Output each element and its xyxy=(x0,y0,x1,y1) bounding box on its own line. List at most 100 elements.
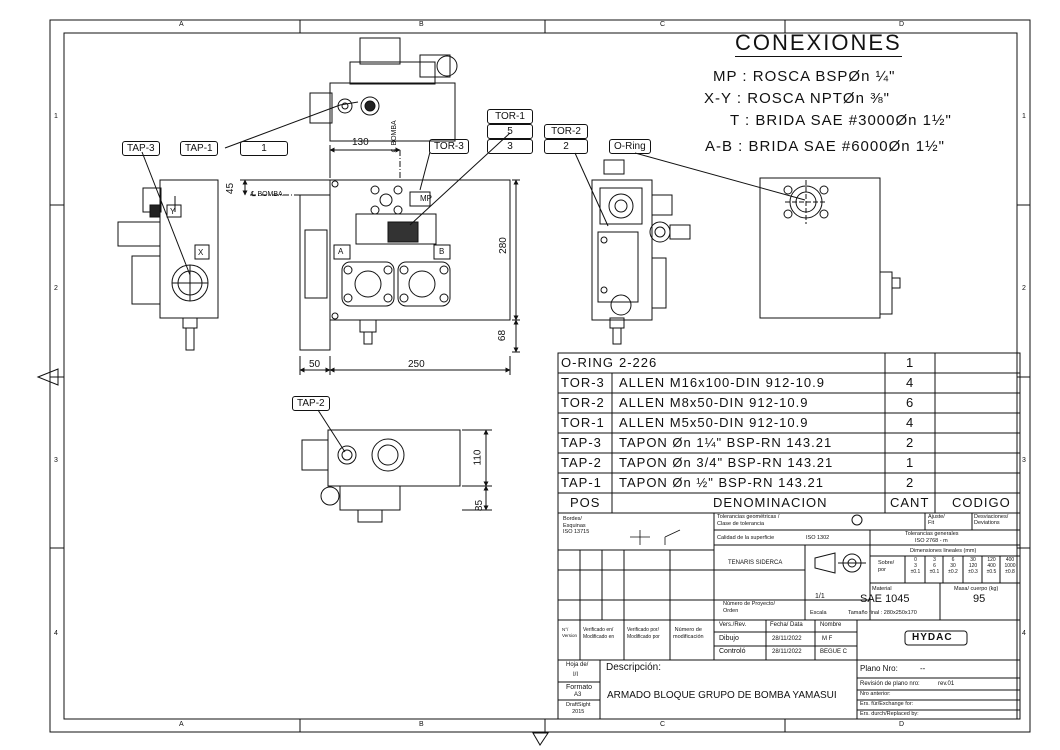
tb-dibujo-nombre: M F xyxy=(822,636,833,642)
tb-vers-rev: Vers./Rev. xyxy=(719,622,747,628)
dim-50: 50 xyxy=(309,359,321,370)
tb-verificado-en: Verificado en/ Modificado en xyxy=(583,627,615,640)
title-block-grid xyxy=(557,512,1021,720)
col-label-d-top: D xyxy=(899,21,905,28)
leader-tor1 xyxy=(409,132,511,226)
tb-tamano: Tamaño final : 280x250x170 xyxy=(848,610,917,616)
port-label-y: Y xyxy=(170,207,176,216)
callout-tor1-num: 5 xyxy=(487,124,533,139)
leader-tor2 xyxy=(574,152,609,227)
row-label-4-right: 4 xyxy=(1022,630,1026,637)
dim-250: 250 xyxy=(408,359,425,370)
connection-line-xy: X-Y : ROSCA NPTØn ⅜" xyxy=(704,90,890,107)
bom-grid xyxy=(557,352,1021,514)
connection-line-mp: MP : ROSCA BSPØn ¼" xyxy=(713,68,896,85)
hydac-logo: HYDAC xyxy=(912,632,953,643)
bom-row-4-pos: TOR-1 xyxy=(561,415,605,430)
leader-tor3 xyxy=(419,151,431,191)
bom-row-1-pos: O-RING xyxy=(561,355,614,370)
center-mark-left xyxy=(36,368,59,386)
bom-row-2-pos: TOR-3 xyxy=(561,375,605,390)
right-side-view xyxy=(574,152,806,345)
bom-row-6-cant: 1 xyxy=(906,455,914,470)
front-view xyxy=(224,37,520,375)
tb-controlo-fecha: 28/11/2022 xyxy=(772,649,802,655)
callout-tor1: TOR-1 xyxy=(487,109,533,124)
tb-iso2768: ISO 2768 - m xyxy=(915,538,948,544)
connection-line-t: T : BRIDA SAE #3000Øn 1½" xyxy=(730,112,952,129)
bom-header-desc: DENOMINACION xyxy=(713,495,828,510)
tb-masa-label: Masa/ cuerpo (kg) xyxy=(954,586,999,592)
tb-nro-anterior: Nro anterior: xyxy=(860,691,891,697)
tb-controlo-nombre: BEGUE C xyxy=(820,649,848,655)
bom-header-pos: POS xyxy=(570,495,601,510)
tb-revision-label: Revisión de plano nro: xyxy=(860,681,920,687)
tb-tol-col-4: 30 120 ±0.3 xyxy=(968,557,978,575)
leader-tap3 xyxy=(141,151,191,276)
dim-85: 85 xyxy=(474,499,486,512)
connections-title: CONEXIONES xyxy=(735,30,902,57)
col-label-c-top: C xyxy=(660,21,666,28)
tb-hoja-val: I/I xyxy=(573,672,579,678)
callout-oring: O-Ring xyxy=(609,139,651,154)
bom-header-codigo: CODIGO xyxy=(952,495,1011,510)
bom-row-3-pos: TOR-2 xyxy=(561,395,605,410)
hydac-logo-box xyxy=(904,630,968,646)
tb-tol-col-5: 120 400 ±0.5 xyxy=(986,557,997,575)
tb-ers-durch: Ers. durch/Replaced by: xyxy=(860,711,919,717)
tb-tol-geo: Tolerancias geométricas / xyxy=(717,514,780,520)
bom-row-3-desc: ALLEN M8x50-DIN 912-10.9 xyxy=(619,395,809,410)
tb-tol-col-6: 400 1000 ±0.8 xyxy=(1004,557,1016,575)
callout-tap2: TAP-2 xyxy=(292,396,330,411)
tb-ers-fur: Ers. für/Exchange for: xyxy=(860,701,914,707)
bom-row-5-pos: TAP-3 xyxy=(561,435,602,450)
bom-row-5-cant: 2 xyxy=(906,435,914,450)
tb-descripcion: ARMADO BLOQUE GRUPO DE BOMBA YAMASUI xyxy=(607,690,837,701)
flange-view xyxy=(759,177,901,319)
tb-numero-mod: Número de modificación xyxy=(673,627,704,640)
tb-controlo: Controló xyxy=(719,648,746,655)
row-label-1-left: 1 xyxy=(54,113,58,120)
tb-material-label: Material xyxy=(872,586,892,592)
tb-nombre: Nombre xyxy=(820,622,842,628)
bom-row-2-cant: 4 xyxy=(906,375,914,390)
port-label-x: X xyxy=(198,248,204,257)
outer-frame xyxy=(49,19,1031,733)
col-label-b-top: B xyxy=(419,21,424,28)
tb-dibujo-fecha: 28/11/2022 xyxy=(772,636,802,642)
bom-row-6-desc: TAPON Øn 3/4" BSP-RN 143.21 xyxy=(619,455,834,470)
tb-dibujo: Dibujo xyxy=(719,635,739,642)
bom-row-1-desc: 2-226 xyxy=(619,355,658,370)
bottom-view xyxy=(301,409,492,523)
tb-formato-val: A3 xyxy=(574,692,582,698)
port-label-mp: MP xyxy=(420,194,432,203)
row-label-1-right: 1 xyxy=(1022,113,1026,120)
row-label-2-right: 2 xyxy=(1022,285,1026,292)
row-label-3-right: 3 xyxy=(1022,457,1026,464)
callout-tap3: TAP-3 xyxy=(122,141,160,156)
bom-row-7-cant: 2 xyxy=(906,475,914,490)
bom-row-4-desc: ALLEN M5x50-DIN 912-10.9 xyxy=(619,415,809,430)
row-label-2-left: 2 xyxy=(54,285,58,292)
tb-revision-val: rev.01 xyxy=(938,681,955,687)
tb-num-proyecto: Número de Proyecto/ Orden xyxy=(723,601,775,615)
tb-iso1302: ISO 1302 xyxy=(806,535,830,541)
callout-tap1: TAP-1 xyxy=(180,141,218,156)
bom-row-5-desc: TAPON Øn 1¼" BSP-RN 143.21 xyxy=(619,435,833,450)
leader-oring xyxy=(634,152,806,201)
tb-tol-clase: Clase de tolerancia xyxy=(717,521,765,527)
callout-tap1-num: 1 xyxy=(240,141,288,156)
tb-formato-label: Formato xyxy=(566,684,593,691)
bom-row-4-cant: 4 xyxy=(906,415,914,430)
col-label-b-bottom: B xyxy=(419,721,424,728)
dim-130: 130 xyxy=(352,137,369,148)
tb-desviaciones: Desviaciones/ Deviations xyxy=(974,514,1009,527)
tb-tol-col-2: 3 6 ±0.1 xyxy=(929,557,940,575)
tb-fecha: Fecha/ Data xyxy=(770,622,803,628)
port-label-b: B xyxy=(439,247,445,256)
dim-280: 280 xyxy=(497,237,509,254)
tb-verificado-por: Verificado por/ Modificado por xyxy=(627,627,660,640)
tb-ajuste: Ajuste/ Fit xyxy=(928,514,945,527)
connection-line-ab: A-B : BRIDA SAE #6000Øn 1½" xyxy=(705,138,945,155)
